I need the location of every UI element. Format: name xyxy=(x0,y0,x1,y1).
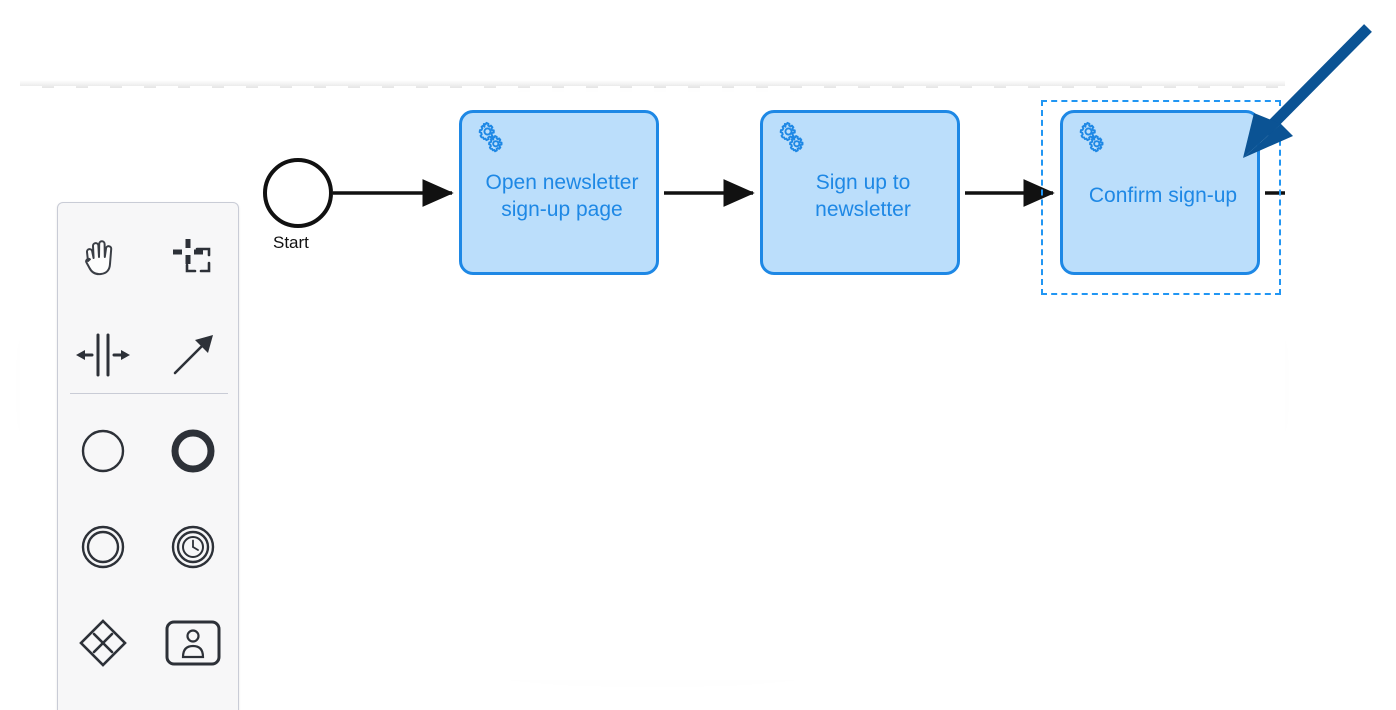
circle-clock-icon xyxy=(171,525,215,569)
start-event-node[interactable] xyxy=(263,158,333,228)
canvas-torn-edge xyxy=(20,86,1285,98)
palette-grid xyxy=(58,203,238,710)
user-task-icon xyxy=(165,620,221,666)
circle-thin-icon xyxy=(81,429,125,473)
palette-divider xyxy=(70,393,228,394)
palette-item-timer-event[interactable] xyxy=(148,499,238,595)
service-task-open-newsletter[interactable]: Open newsletter sign-up page xyxy=(459,110,659,275)
circle-double-icon xyxy=(81,525,125,569)
palette-item-service-task[interactable] xyxy=(58,691,149,710)
bpmn-palette[interactable] xyxy=(57,202,239,710)
gateway-diamond-icon xyxy=(79,619,127,667)
start-event-label: Start xyxy=(273,233,309,252)
palette-item-start-event[interactable] xyxy=(58,403,148,499)
service-task-gear-icon xyxy=(1079,121,1104,153)
palette-item-intermediate-event[interactable] xyxy=(58,499,148,595)
service-task-confirm-sign-up[interactable]: Confirm sign-up xyxy=(1060,110,1260,275)
arrow-diagonal-icon xyxy=(173,335,213,375)
palette-row-service-task xyxy=(58,691,238,710)
space-tool-icon xyxy=(76,333,130,377)
palette-item-global-connect-tool[interactable] xyxy=(148,307,238,403)
palette-item-hand-tool[interactable] xyxy=(58,211,148,307)
service-task-gear-icon xyxy=(478,121,503,153)
bpmn-diagram: Start Open newsletter sign-up page xyxy=(20,92,1285,680)
palette-item-end-event[interactable] xyxy=(148,403,238,499)
service-task-gear-icon xyxy=(779,121,804,153)
task-label: Confirm sign-up xyxy=(1088,184,1238,207)
circle-thick-icon xyxy=(171,429,215,473)
palette-row-events-2 xyxy=(58,499,238,595)
palette-row-events-1 xyxy=(58,403,238,499)
palette-item-user-task[interactable] xyxy=(148,595,238,691)
diagram-canvas[interactable]: Start Open newsletter sign-up page xyxy=(20,92,1285,710)
palette-row-tools-2 xyxy=(58,307,238,403)
lasso-crosshair-icon xyxy=(173,239,211,273)
task-label: Sign up to newsletter xyxy=(815,170,911,221)
palette-row-tools-1 xyxy=(58,211,238,307)
canvas-top-shadow xyxy=(20,80,1285,88)
task-label: Open newsletter sign-up page xyxy=(485,170,639,221)
palette-item-gateway[interactable] xyxy=(58,595,148,691)
palette-item-space-tool[interactable] xyxy=(58,307,148,403)
service-task-sign-up[interactable]: Sign up to newsletter xyxy=(760,110,960,275)
hand-icon xyxy=(85,240,113,276)
palette-row-activities xyxy=(58,595,238,691)
palette-item-lasso-tool[interactable] xyxy=(148,211,238,307)
